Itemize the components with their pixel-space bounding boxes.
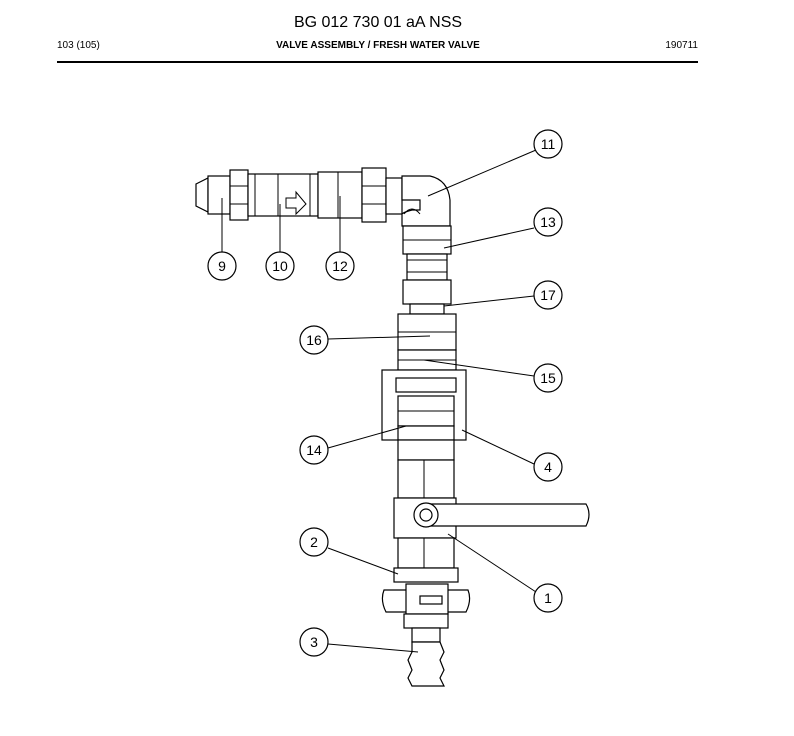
header-rule — [57, 61, 698, 63]
svg-text:16: 16 — [306, 332, 322, 348]
callout-13: 13 — [533, 207, 563, 237]
hose-tail — [407, 627, 445, 687]
section-title: VALVE ASSEMBLY / FRESH WATER VALVE — [276, 40, 480, 51]
svg-text:2: 2 — [310, 534, 318, 550]
callout-15: 15 — [533, 363, 563, 393]
svg-text:4: 4 — [544, 459, 552, 475]
document-title: BG 012 730 01 aA NSS — [293, 14, 463, 31]
date-code: 190711 — [665, 40, 698, 51]
horizontal-branch — [195, 167, 403, 223]
callout-1: 1 — [533, 583, 563, 613]
hose-coupling — [381, 583, 471, 629]
svg-text:1: 1 — [544, 590, 552, 606]
elbow-fitting — [401, 175, 451, 227]
callout-9: 9 — [207, 251, 237, 281]
callout-10: 10 — [265, 251, 295, 281]
svg-text:3: 3 — [310, 634, 318, 650]
svg-text:11: 11 — [541, 136, 556, 152]
svg-text:9: 9 — [218, 258, 226, 274]
svg-text:13: 13 — [540, 214, 556, 230]
ball-valve — [393, 497, 590, 583]
svg-text:10: 10 — [272, 258, 288, 274]
callout-4: 4 — [533, 452, 563, 482]
svg-text:12: 12 — [332, 258, 348, 274]
callout-14: 14 — [299, 435, 329, 465]
callout-17: 17 — [533, 280, 563, 310]
callout-2: 2 — [299, 527, 329, 557]
vertical-stack — [381, 225, 467, 499]
callout-12: 12 — [325, 251, 355, 281]
callout-11: 11 — [533, 129, 563, 159]
svg-text:17: 17 — [540, 287, 556, 303]
callout-3: 3 — [299, 627, 329, 657]
page-number: 103 (105) — [57, 40, 100, 51]
svg-text:14: 14 — [306, 442, 322, 458]
leader-lines — [221, 149, 537, 653]
svg-text:15: 15 — [540, 370, 556, 386]
callout-16: 16 — [299, 325, 329, 355]
